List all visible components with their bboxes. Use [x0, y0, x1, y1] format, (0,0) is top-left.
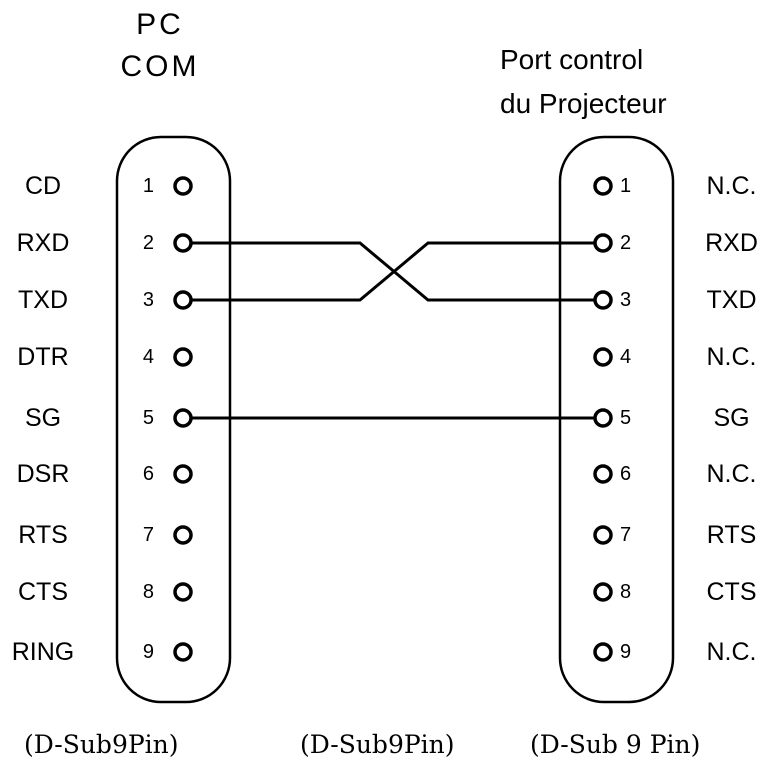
- pc-connector-footer: (D-Sub9Pin): [24, 730, 179, 759]
- left-pin-2-circle: [173, 233, 193, 253]
- pc-com-title-line-2: COM: [120, 50, 200, 83]
- right-signal-9: N.C.: [706, 638, 757, 666]
- projector-port-title: Port control du Projecteur: [500, 38, 760, 126]
- left-pin-3-circle: [173, 290, 193, 310]
- left-signal-7: RTS: [18, 521, 68, 549]
- right-pin-4-circle: [593, 347, 613, 367]
- right-pin-8-circle: [593, 582, 613, 602]
- left-signal-5: SG: [24, 404, 62, 432]
- left-pin-6-circle: [173, 464, 193, 484]
- right-signal-2: RXD: [705, 229, 758, 257]
- left-pin-5-circle: [173, 408, 193, 428]
- right-signal-8: CTS: [706, 578, 757, 606]
- right-pin-number-6: 6: [620, 463, 632, 485]
- right-pin-9-circle: [593, 642, 613, 662]
- left-pin-number-6: 6: [142, 463, 154, 485]
- left-pin-number-7: 7: [142, 524, 154, 546]
- left-signal-9: RING: [11, 638, 75, 666]
- left-signal-3: TXD: [18, 286, 68, 314]
- right-pin-number-9: 9: [620, 641, 632, 663]
- right-signal-3: TXD: [706, 286, 757, 314]
- pc-com-title: PC COM: [90, 8, 230, 92]
- right-signal-1: N.C.: [706, 172, 757, 200]
- left-pin-number-4: 4: [142, 346, 154, 368]
- left-signal-1: CD: [24, 172, 62, 200]
- left-pin-7-circle: [173, 525, 193, 545]
- projector-port-title-line-1: Port control: [500, 44, 644, 75]
- left-pin-number-5: 5: [142, 407, 154, 429]
- right-signal-4: N.C.: [706, 343, 757, 371]
- right-signal-6: N.C.: [706, 460, 757, 488]
- left-signal-6: DSR: [16, 460, 70, 488]
- projector-port-title-line-2: du Projecteur: [500, 88, 667, 119]
- pc-com-title-line-1: PC: [136, 8, 184, 41]
- right-pin-5-circle: [593, 408, 613, 428]
- left-signal-8: CTS: [18, 578, 68, 606]
- left-pin-9-circle: [173, 642, 193, 662]
- left-pin-4-circle: [173, 347, 193, 367]
- left-signal-4: DTR: [17, 343, 69, 371]
- right-signal-5: SG: [713, 404, 750, 432]
- right-pin-1-circle: [593, 176, 613, 196]
- right-pin-2-circle: [593, 233, 613, 253]
- right-pin-6-circle: [593, 464, 613, 484]
- left-pin-8-circle: [173, 582, 193, 602]
- middle-footer: (D-Sub9Pin): [300, 730, 455, 759]
- right-pin-number-8: 8: [620, 581, 632, 603]
- right-pin-number-2: 2: [620, 232, 632, 254]
- left-pin-number-3: 3: [142, 289, 154, 311]
- left-pin-1-circle: [173, 176, 193, 196]
- left-pin-number-8: 8: [142, 581, 154, 603]
- left-signal-2: RXD: [16, 229, 70, 257]
- right-signal-7: RTS: [706, 521, 757, 549]
- left-pin-number-1: 1: [142, 175, 154, 197]
- projector-connector-footer: (D-Sub 9 Pin): [530, 730, 701, 759]
- right-pin-number-1: 1: [620, 175, 632, 197]
- right-pin-7-circle: [593, 525, 613, 545]
- right-pin-number-3: 3: [620, 289, 632, 311]
- right-pin-3-circle: [593, 290, 613, 310]
- wire-3-to-2: [191, 241, 595, 302]
- left-pin-number-2: 2: [142, 232, 154, 254]
- right-pin-number-4: 4: [620, 346, 632, 368]
- right-pin-number-7: 7: [620, 524, 632, 546]
- right-pin-number-5: 5: [620, 407, 632, 429]
- left-pin-number-9: 9: [142, 641, 154, 663]
